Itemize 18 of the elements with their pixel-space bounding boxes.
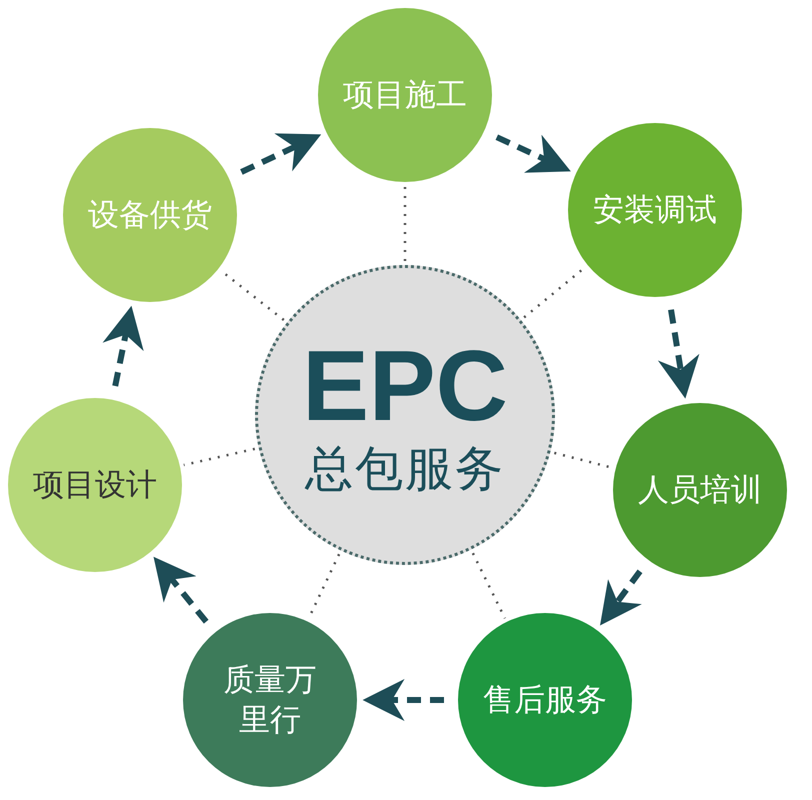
arrow bbox=[496, 134, 571, 173]
arrow bbox=[240, 133, 322, 175]
arrow bbox=[600, 570, 642, 626]
circle-label: 项目施工 bbox=[343, 76, 467, 115]
circle-label: 总包服务 bbox=[305, 440, 505, 498]
arrow bbox=[362, 679, 444, 721]
circle-label: 项目设计 bbox=[33, 466, 157, 505]
circle-label: 安装调试 bbox=[593, 191, 717, 230]
center-title: EPC bbox=[302, 332, 508, 440]
arrow bbox=[658, 309, 700, 399]
circle-label: 售后服务 bbox=[483, 681, 607, 720]
dotted-connector bbox=[472, 552, 506, 619]
circle-label: 人员培训 bbox=[638, 471, 762, 510]
dotted-connector bbox=[184, 448, 256, 466]
circle-label: 设备供货 bbox=[88, 196, 212, 235]
arrow bbox=[154, 556, 209, 624]
circle-label: 质量万里行 bbox=[222, 661, 318, 740]
arrow bbox=[102, 306, 144, 387]
